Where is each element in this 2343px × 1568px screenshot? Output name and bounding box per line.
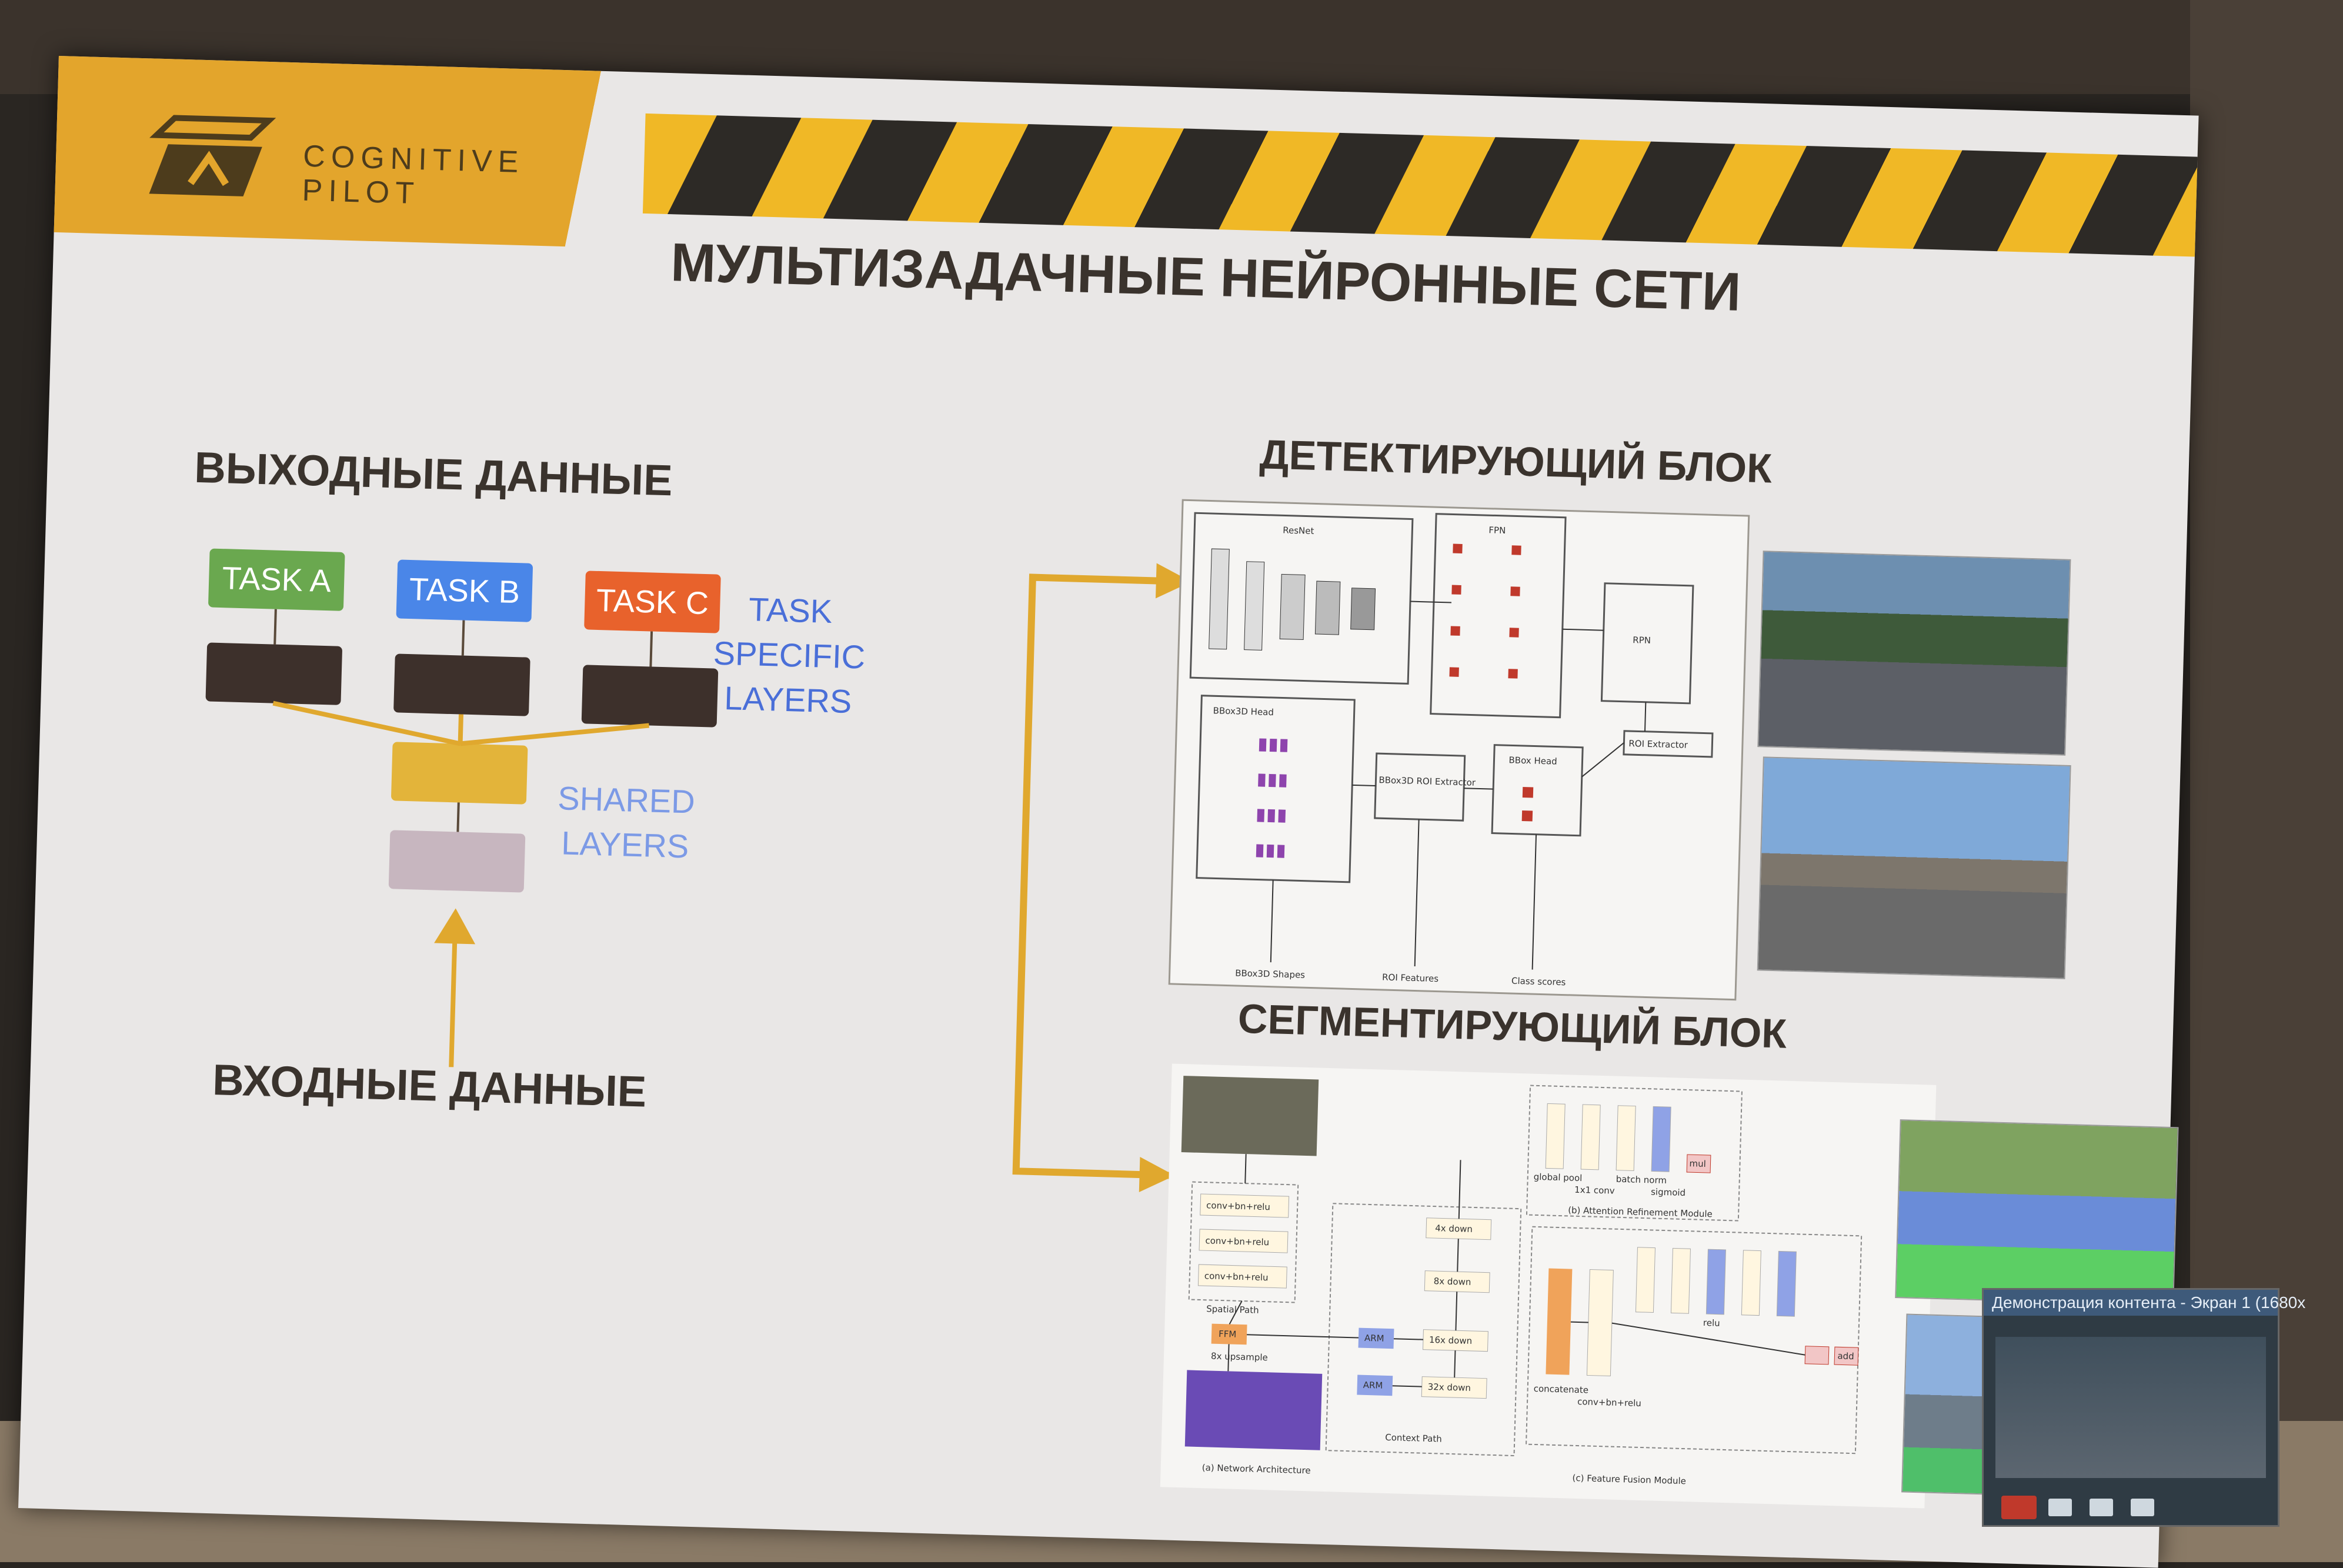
rpn-label: RPN — [1633, 635, 1651, 646]
bbox3d-head-label: BBox3D Head — [1213, 705, 1274, 718]
seg-gpool1-label: global pool — [1534, 1172, 1583, 1183]
seg-arm2-label: ARM — [1363, 1380, 1383, 1391]
video-feed — [1995, 1337, 2266, 1478]
roi-features-label: ROI Features — [1382, 972, 1439, 984]
seg-relu-label: relu — [1703, 1317, 1720, 1329]
seg-16x-label: 16x down — [1429, 1335, 1473, 1346]
seg-spatial-label: Spatial Path — [1206, 1303, 1259, 1315]
seg-sigmoid-label: sigmoid — [1651, 1186, 1686, 1198]
bbox3d-roi-label: BBox3D ROI Extractor — [1379, 775, 1476, 788]
arrow-to-task-b — [461, 620, 465, 656]
segment-heading: СЕГМЕНТИРУЮЩИЙ БЛОК — [1237, 995, 1788, 1057]
seg-caption-a: (a) Network Architecture — [1201, 1462, 1310, 1476]
branch-a — [272, 700, 461, 746]
input-arrow-shaft — [449, 938, 458, 1067]
resnet-label: ResNet — [1283, 525, 1314, 536]
seg-4x-label: 4x down — [1435, 1223, 1473, 1235]
cognitive-pilot-logo-icon — [149, 115, 276, 196]
seg-ffm-label: FFM — [1219, 1329, 1237, 1340]
seg-conv1-label: conv+bn+relu — [1206, 1200, 1270, 1212]
detection-diagram: ResNet FPN RPN ROI Extractor BBox3D Head… — [1168, 499, 1750, 1001]
participants-icon[interactable] — [2131, 1499, 2154, 1516]
left-arrows — [272, 609, 653, 1067]
seg-bn-label: batch norm — [1616, 1174, 1667, 1186]
seg-mul-label: mul — [1689, 1158, 1706, 1169]
seg-caption-b: (b) Attention Refinement Module — [1568, 1205, 1713, 1219]
roi-extractor-label: ROI Extractor — [1628, 738, 1688, 750]
monitor-icon[interactable] — [2048, 1499, 2072, 1516]
screen-share-icon[interactable] — [2001, 1496, 2037, 1519]
branch-c — [460, 723, 649, 746]
seg-32x-label: 32x down — [1427, 1382, 1471, 1393]
seg-8x-label: 8x down — [1433, 1276, 1471, 1287]
arrow-to-task-a — [273, 609, 277, 645]
seg-upsample-label: 8x upsample — [1211, 1351, 1268, 1363]
branch-b — [458, 714, 464, 744]
arrow-to-task-c — [649, 631, 653, 667]
seg-conv2-label: conv+bn+relu — [1205, 1235, 1269, 1247]
seg-context-label: Context Path — [1385, 1432, 1442, 1444]
bbox-head-label: BBox Head — [1508, 755, 1557, 766]
segmentation-photo-top — [1895, 1119, 2179, 1306]
seg-1x1-label: 1x1 conv — [1574, 1185, 1615, 1196]
input-arrow-head — [434, 908, 476, 945]
segmentation-diagram: conv+bn+relu conv+bn+relu conv+bn+relu S… — [1160, 1063, 1937, 1509]
seg-add-label: add — [1837, 1350, 1854, 1362]
seg-conv3-label: conv+bn+relu — [1204, 1270, 1269, 1283]
camera-icon[interactable] — [2090, 1499, 2113, 1516]
projector-screen: COGNITIVE PILOT МУЛЬТИЗАДАЧНЫЕ НЕЙРОННЫЕ… — [18, 56, 2199, 1568]
bbox3d-shapes-label: BBox3D Shapes — [1235, 968, 1305, 980]
seg-caption-c: (c) Feature Fusion Module — [1572, 1473, 1686, 1486]
fpn-label: FPN — [1488, 525, 1506, 536]
detection-photo-top — [1757, 551, 2071, 756]
detect-heading: ДЕТЕКТИРУЮЩИЙ БЛОК — [1259, 431, 1773, 492]
video-title-bar: Демонстрация контента - Экран 1 (1680x — [1984, 1290, 2305, 1316]
bracket-arrow — [1012, 563, 1191, 1193]
seg-convbnrelu-label: conv+bn+relu — [1577, 1396, 1641, 1409]
seg-concat-label: concatenate — [1533, 1383, 1588, 1396]
detection-photo-bottom — [1757, 756, 2071, 979]
class-scores-label: Class scores — [1511, 976, 1566, 988]
video-conference-tile[interactable]: Демонстрация контента - Экран 1 (1680x — [1982, 1288, 2305, 1527]
seg-arm1-label: ARM — [1364, 1333, 1384, 1344]
